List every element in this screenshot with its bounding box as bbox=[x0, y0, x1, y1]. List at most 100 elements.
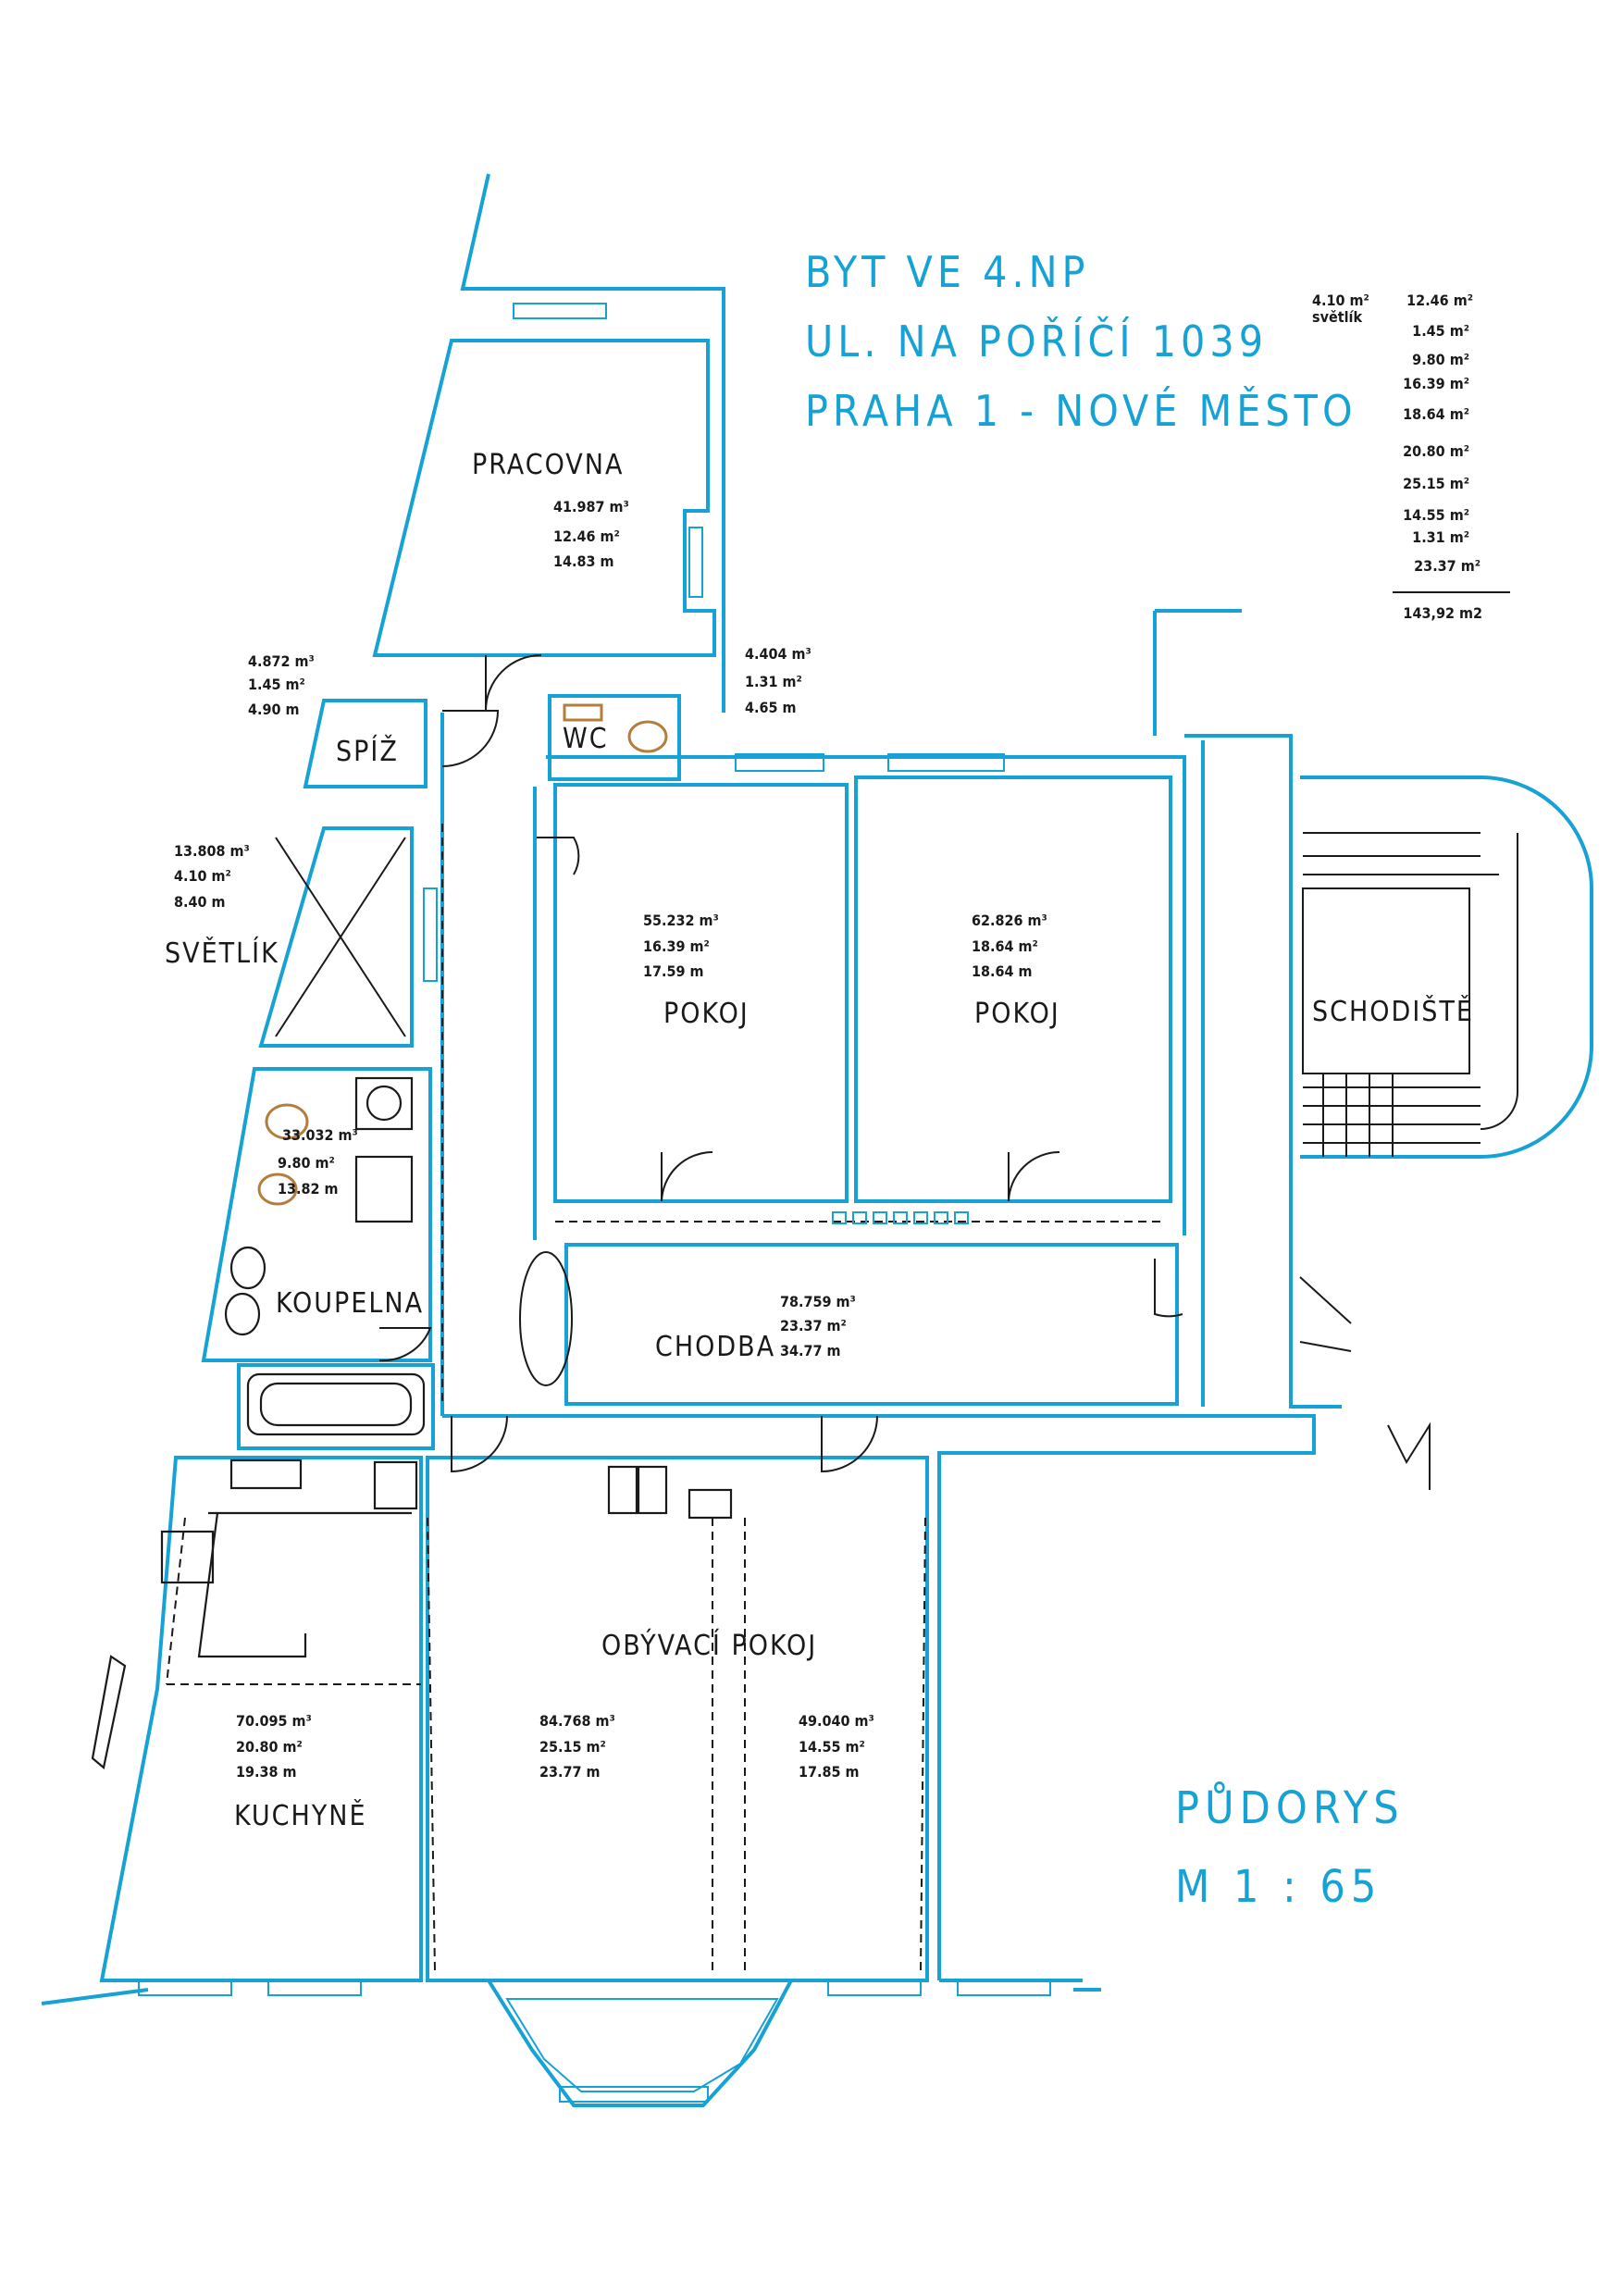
doors bbox=[378, 654, 1431, 1490]
staircase-steps bbox=[1302, 832, 1518, 1157]
room-name: SVĚTLÍK bbox=[165, 937, 279, 970]
plan-title: PŮDORYS bbox=[1175, 1781, 1405, 1834]
summary-area: 9.80 m² bbox=[1412, 351, 1469, 368]
header-line-2: UL. NA POŘÍČÍ 1039 bbox=[805, 316, 1268, 366]
radiator bbox=[91, 1655, 127, 1770]
wall-inner-dash bbox=[427, 1517, 926, 1972]
window bbox=[887, 753, 1005, 772]
washbasin bbox=[224, 1292, 261, 1336]
room-name: PRACOVNA bbox=[472, 449, 624, 481]
stair-rail bbox=[1480, 833, 1518, 1130]
room-volume: 62.826 m³ bbox=[972, 912, 1047, 929]
door bbox=[451, 1415, 508, 1473]
room-obyvaci-pokoj: OBÝVACÍ POKOJ 84.768 m³ 25.15 m² 23.77 m bbox=[539, 1629, 815, 1781]
room-perimeter: 18.64 m bbox=[972, 962, 1033, 980]
fixtures bbox=[91, 703, 1166, 1972]
room-volume: 70.095 m³ bbox=[236, 1712, 312, 1730]
wall-koupelna bbox=[201, 1067, 432, 1362]
room-area: 9.80 m² bbox=[278, 1154, 335, 1172]
room-area: 18.64 m² bbox=[972, 937, 1038, 955]
wall-pokoj-top bbox=[546, 755, 1186, 1235]
room-schodiste: SCHODIŠTĚ bbox=[1312, 994, 1472, 1028]
wall-pokoj-1 bbox=[553, 783, 849, 1203]
washing-machine-drum bbox=[365, 1085, 403, 1122]
room-chodba: 78.759 m³ 23.37 m² 34.77 m CHODBA bbox=[655, 1293, 856, 1363]
summary-lightwell-label: světlík bbox=[1312, 308, 1362, 326]
room-name: KUCHYNĚ bbox=[234, 1799, 367, 1832]
header-line-3: PRAHA 1 - NOVÉ MĚSTO bbox=[805, 386, 1357, 436]
room-volume: 33.032 m³ bbox=[282, 1126, 358, 1144]
washing-machine bbox=[354, 1076, 414, 1131]
door bbox=[537, 837, 580, 875]
room-area: 25.15 m² bbox=[539, 1738, 606, 1756]
wall-svetlik bbox=[258, 826, 414, 1048]
room-perimeter: 17.59 m bbox=[643, 962, 704, 980]
door bbox=[485, 654, 542, 712]
fridge bbox=[373, 1460, 418, 1510]
room-area: 1.45 m² bbox=[248, 676, 305, 693]
header: BYT VE 4.NP UL. NA POŘÍČÍ 1039 PRAHA 1 -… bbox=[805, 247, 1357, 436]
windows bbox=[138, 303, 1051, 2103]
wall-bottom bbox=[41, 1979, 1101, 2005]
window bbox=[138, 1980, 232, 1996]
room-wc: 4.404 m³ 1.31 m² 4.65 m WC bbox=[563, 645, 812, 755]
summary-area: 16.39 m² bbox=[1403, 375, 1469, 392]
room-name: CHODBA bbox=[655, 1331, 775, 1363]
summary-area: 1.31 m² bbox=[1412, 528, 1469, 546]
room-name: POKOJ bbox=[974, 998, 1060, 1030]
hall-dash bbox=[441, 824, 1166, 1407]
wall-lower-top bbox=[442, 1414, 1316, 1980]
summary-area: 12.46 m² bbox=[1406, 292, 1473, 309]
door bbox=[821, 1415, 878, 1473]
lightwell-cross bbox=[275, 837, 406, 1037]
room-spiz: 4.872 m³ 1.45 m² 4.90 m SPÍŽ bbox=[248, 652, 399, 768]
room-perimeter: 14.83 m bbox=[553, 552, 614, 570]
plan-scale: M 1 : 65 bbox=[1175, 1861, 1381, 1913]
room-perimeter: 13.82 m bbox=[278, 1180, 339, 1198]
cooktop bbox=[160, 1530, 215, 1584]
room-volume: 4.872 m³ bbox=[248, 652, 315, 670]
room-perimeter: 34.77 m bbox=[780, 1342, 841, 1359]
room-perimeter: 23.77 m bbox=[539, 1763, 601, 1781]
room-volume: 4.404 m³ bbox=[745, 645, 812, 663]
summary-area: 23.37 m² bbox=[1414, 557, 1481, 575]
wall-staircase bbox=[1300, 776, 1593, 1159]
room-name: SPÍŽ bbox=[336, 735, 399, 768]
wall-bay-window bbox=[485, 1979, 795, 2107]
summary-area: 1.45 m² bbox=[1412, 322, 1469, 340]
room-divider bbox=[712, 1518, 746, 1971]
kitchen-counter bbox=[197, 1511, 412, 1658]
door bbox=[378, 1327, 432, 1362]
bathtub-inner bbox=[259, 1382, 413, 1427]
bidet bbox=[257, 1173, 298, 1206]
room-name: KOUPELNA bbox=[276, 1287, 424, 1320]
stair-treads bbox=[1303, 832, 1499, 1157]
footer: PŮDORYS M 1 : 65 bbox=[1175, 1781, 1405, 1913]
room-volume: 84.768 m³ bbox=[539, 1712, 615, 1730]
window bbox=[267, 1980, 362, 1996]
room-koupelna: 33.032 m³ 9.80 m² 13.82 m KOUPELNA bbox=[276, 1126, 424, 1320]
room-perimeter: 8.40 m bbox=[174, 893, 226, 911]
room-pokoj-1: 55.232 m³ 16.39 m² 17.59 m POKOJ bbox=[643, 912, 748, 1030]
wall-bath-niche bbox=[237, 1363, 435, 1450]
room-area: 23.37 m² bbox=[780, 1317, 847, 1334]
cabinet bbox=[607, 1465, 638, 1515]
room-volume: 41.987 m³ bbox=[553, 498, 629, 515]
cabinet bbox=[637, 1465, 668, 1515]
wall-wc bbox=[548, 694, 681, 781]
room-area: 1.31 m² bbox=[745, 673, 802, 690]
room-area: 20.80 m² bbox=[236, 1738, 303, 1756]
area-summary: 4.10 m² světlík 12.46 m² 1.45 m² 9.80 m²… bbox=[1312, 292, 1510, 622]
vent-row bbox=[832, 1211, 969, 1224]
room-kuchyne: 70.095 m³ 20.80 m² 19.38 m KUCHYNĚ bbox=[234, 1712, 367, 1832]
wc-bowl bbox=[627, 720, 668, 753]
toilet bbox=[265, 1103, 309, 1140]
door bbox=[1299, 1276, 1352, 1352]
door bbox=[441, 710, 500, 767]
room-obyvaci-pokoj-b: 49.040 m³ 14.55 m² 17.85 m bbox=[799, 1712, 874, 1781]
wall-kuchyne bbox=[99, 1456, 423, 1982]
room-perimeter: 17.85 m bbox=[799, 1763, 860, 1781]
summary-area: 25.15 m² bbox=[1403, 475, 1469, 492]
wall-entrance-top bbox=[1153, 609, 1242, 736]
fireplace bbox=[688, 1488, 733, 1520]
